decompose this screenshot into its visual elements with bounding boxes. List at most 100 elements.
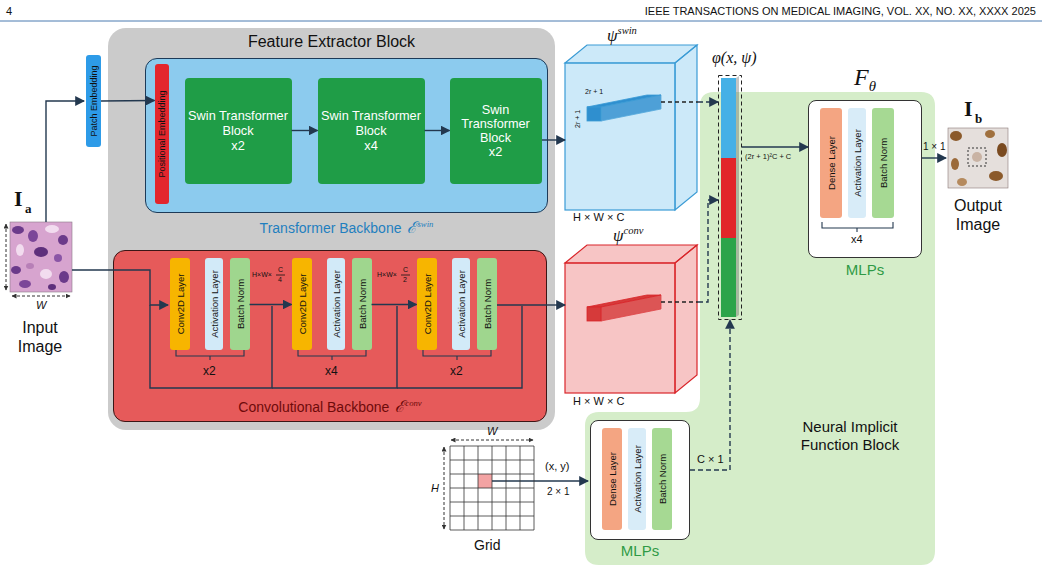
node-text: Conv2D Layer xyxy=(296,273,307,334)
connector-arrow xyxy=(548,139,565,140)
node-text: Swin Transformer Block xyxy=(320,108,423,138)
vector-size: (2r + 1)²C + C xyxy=(745,152,791,161)
node-text: Transformer Backbone xyxy=(260,220,402,236)
text-group: Activation Layer xyxy=(631,445,642,513)
tensor-size: H×W× xyxy=(252,271,272,278)
text-group: Activation Layer xyxy=(851,129,862,197)
image-symbol: I xyxy=(14,186,23,212)
feature-vector-bar xyxy=(718,75,742,320)
grid xyxy=(450,446,534,530)
feature-cube-drawing xyxy=(565,63,675,210)
node-text: H × W × C xyxy=(573,395,624,407)
grid xyxy=(450,446,534,530)
feature-cube-drawing xyxy=(565,263,675,393)
node-text: Feature Extractor Block xyxy=(248,33,415,50)
text-group: Conv2D Layer xyxy=(296,273,307,334)
node-text: 2r + 1 xyxy=(574,110,581,128)
vector-size: 2 × 1 xyxy=(547,486,570,497)
dimension-arrow xyxy=(6,224,7,290)
node-text: φ(x, ψ) xyxy=(712,49,757,66)
mlp-box: FθMLPsDense LayerActivation LayerBatch N… xyxy=(808,100,922,258)
feature-cube-drawing xyxy=(675,245,697,393)
text-group: Swin Transformer Blockx4 xyxy=(318,78,425,184)
node-text: swin xyxy=(618,25,637,36)
feature-cube-drawing xyxy=(565,45,697,63)
dense-layer: Dense Layer xyxy=(602,428,622,530)
conv2d-layer: Conv2D Layer xyxy=(292,258,312,350)
node-text: H × W × C xyxy=(573,211,624,223)
input-image xyxy=(34,247,48,257)
text-group: H × W × C xyxy=(573,395,624,407)
feature-vector-bar xyxy=(719,76,742,320)
node-text: θ xyxy=(869,78,876,94)
node-text: Positional Embedding xyxy=(157,90,167,177)
wire xyxy=(46,101,84,222)
node-text: Batch Norm xyxy=(234,278,245,328)
node-text: swin xyxy=(417,219,433,229)
text-group: 2r + 1 xyxy=(585,88,603,95)
feature-cube-drawing xyxy=(675,45,697,210)
output-size: 1 × 1 xyxy=(923,141,946,152)
node-text: ψ xyxy=(613,226,624,245)
input-image xyxy=(10,222,72,292)
tensor-size: 4 xyxy=(278,276,282,283)
feature-cube-drawing xyxy=(565,245,698,393)
coordinate-label: (x, y) xyxy=(545,460,569,472)
swin-block: Swin Transformer Blockx2 xyxy=(185,78,292,184)
image-caption: Output Image xyxy=(938,196,1018,234)
text-group: MLPs xyxy=(809,261,921,278)
connector-arrow xyxy=(292,130,318,131)
node-text: Convolutional Backbone xyxy=(238,399,389,415)
fraction-bar xyxy=(276,275,285,276)
input-image xyxy=(16,244,24,256)
wire xyxy=(922,157,946,158)
node-text: Batch Norm xyxy=(356,278,367,328)
image-subscript: b xyxy=(975,111,982,127)
feature-cube: ψswin2r + 12r + 1H × W × C xyxy=(565,45,698,210)
text-group: Activation Layer xyxy=(208,270,219,338)
input-image xyxy=(54,254,62,262)
transformer-backbone: Transformer BackboneℰswinPositional Embe… xyxy=(145,58,548,213)
node-text: ℰ xyxy=(395,398,405,415)
swin-block: Swin Transformer Blockx2 xyxy=(450,78,542,184)
node-text: ℰ xyxy=(407,219,417,236)
output-image xyxy=(997,143,1007,157)
input-image xyxy=(48,284,56,290)
output-image xyxy=(948,128,1008,188)
tensor-size: C xyxy=(278,266,283,273)
node-text: Batch Norm xyxy=(656,453,667,503)
mlp-box: MLPsDense LayerActivation LayerBatch Nor… xyxy=(590,420,690,540)
header-rule xyxy=(0,21,1042,22)
node-text: Activation Layer xyxy=(208,270,219,338)
feature-cube-drawing xyxy=(587,107,601,121)
feature-vector: φ(x, ψ) xyxy=(718,75,742,320)
swin-block: Swin Transformer Blockx4 xyxy=(318,78,425,184)
page-number: 4 xyxy=(6,5,12,17)
connector-arrow xyxy=(698,101,718,102)
node-text: Batch Norm xyxy=(877,137,888,187)
tensor-size: 2 xyxy=(403,276,407,283)
dimension-arrow xyxy=(12,296,70,297)
feature-vector-bar xyxy=(721,158,736,238)
dense-layer: Dense Layer xyxy=(820,108,842,218)
connector-arrow xyxy=(372,304,417,305)
dimension-label: W xyxy=(36,299,46,311)
node-text: Swin Transformer Block xyxy=(452,103,540,145)
input-image xyxy=(58,235,68,245)
node-text: Dense Layer xyxy=(825,136,836,190)
activation-layer: Activation Layer xyxy=(628,428,646,530)
output-image xyxy=(972,152,982,162)
image-caption: Input Image xyxy=(2,318,78,356)
text-group: Batch Norm xyxy=(877,137,888,187)
feature-cube: ψconvH × W × C xyxy=(565,245,698,393)
node-text: Batch Norm xyxy=(481,278,492,328)
wire xyxy=(542,139,548,140)
node-text: Activation Layer xyxy=(330,270,341,338)
repeat-count: x2 xyxy=(203,364,216,378)
node-text: Dense Layer xyxy=(606,452,617,506)
text-group: Transformer Backbone ℰswin xyxy=(146,216,547,238)
feature-vector-bar xyxy=(736,76,739,317)
dimension-label: W xyxy=(487,425,497,437)
node-text: Conv2D Layer xyxy=(421,273,432,334)
